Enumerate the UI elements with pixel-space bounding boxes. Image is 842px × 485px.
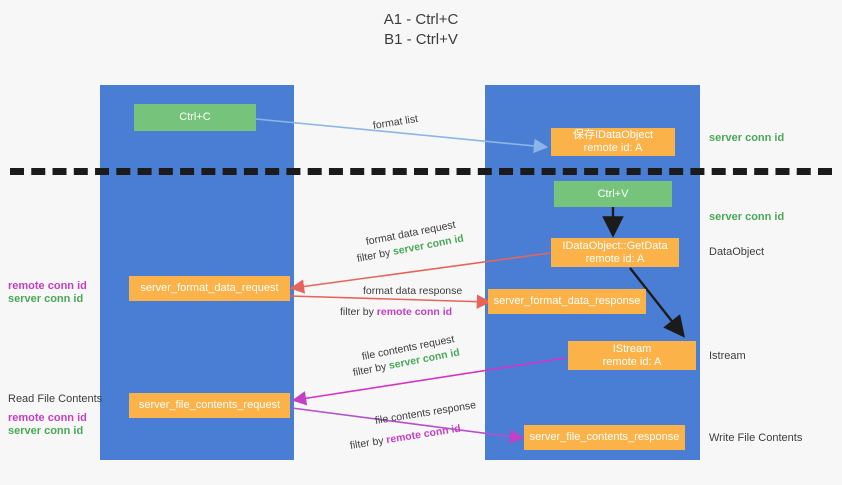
right-label-dataobject: DataObject: [709, 246, 765, 258]
node-istream-line2: remote id: A: [602, 355, 662, 368]
node-save-idataobject-line1: 保存IDataObject: [572, 129, 654, 141]
node-ctrl-c[interactable]: Ctrl+C: [134, 104, 256, 131]
node-istream-line1: IStream: [612, 342, 652, 355]
edge-filter-prefix: filter by: [340, 306, 377, 318]
edge-filter-prefix: filter by: [351, 360, 391, 379]
node-ctrl-v-label: Ctrl+V: [597, 187, 629, 200]
node-server-format-data-response[interactable]: server_format_data_response: [488, 289, 646, 314]
edge-filter-value-remote-conn-id: remote conn id: [376, 306, 453, 318]
dashed-separator: [10, 168, 832, 175]
edge-label-format-data-response: format data response: [363, 285, 463, 297]
node-server-file-contents-request-label: server_file_contents_request: [138, 399, 281, 411]
right-label-server-conn-id-top: server conn id: [709, 132, 785, 144]
right-label-write-file-contents: Write File Contents: [709, 432, 803, 444]
edge-filter-prefix: filter by: [349, 434, 388, 452]
node-save-idataobject-line2: remote id: A: [583, 142, 643, 154]
edge-filter-value-remote-conn-id: remote conn id: [385, 422, 462, 447]
node-server-format-data-request[interactable]: server_format_data_request: [129, 276, 290, 301]
left-label-server-conn-id-1: server conn id: [8, 293, 84, 305]
page-title: A1 - Ctrl+C B1 - Ctrl+V: [383, 11, 459, 48]
node-save-idataobject[interactable]: 保存IDataObject remote id: A: [551, 128, 675, 156]
node-server-file-contents-response-label: server_file_contents_response: [529, 431, 680, 443]
node-idataobject-getdata-line2: remote id: A: [585, 252, 645, 265]
left-label-remote-conn-id-1: remote conn id: [8, 280, 87, 292]
node-idataobject-getdata[interactable]: IDataObject::GetData remote id: A: [551, 238, 679, 267]
node-server-file-contents-response[interactable]: server_file_contents_response: [524, 425, 685, 450]
edge-label-file-contents-response-filter: filter by remote conn id: [349, 422, 462, 453]
node-ctrl-v[interactable]: Ctrl+V: [554, 181, 672, 207]
left-label-remote-conn-id-2: remote conn id: [8, 412, 87, 424]
node-ctrl-c-label: Ctrl+C: [179, 111, 211, 123]
node-server-format-data-request-label: server_format_data_request: [140, 282, 279, 294]
edge-filter-prefix: filter by: [355, 246, 395, 265]
node-idataobject-getdata-line1: IDataObject::GetData: [562, 239, 668, 252]
edge-label-format-data-response-filter: filter by remote conn id: [340, 305, 452, 319]
right-label-istream: Istream: [709, 350, 746, 362]
node-server-file-contents-request[interactable]: server_file_contents_request: [129, 393, 290, 418]
right-label-server-conn-id-mid: server conn id: [709, 211, 785, 223]
edge-label-file-contents-response: file contents response: [374, 399, 477, 427]
left-label-read-file-contents: Read File Contents: [8, 393, 103, 405]
left-label-server-conn-id-2: server conn id: [8, 425, 84, 437]
edge-label-format-list: format list: [372, 112, 419, 132]
node-istream[interactable]: IStream remote id: A: [568, 341, 696, 370]
node-server-format-data-response-label: server_format_data_response: [493, 295, 641, 307]
